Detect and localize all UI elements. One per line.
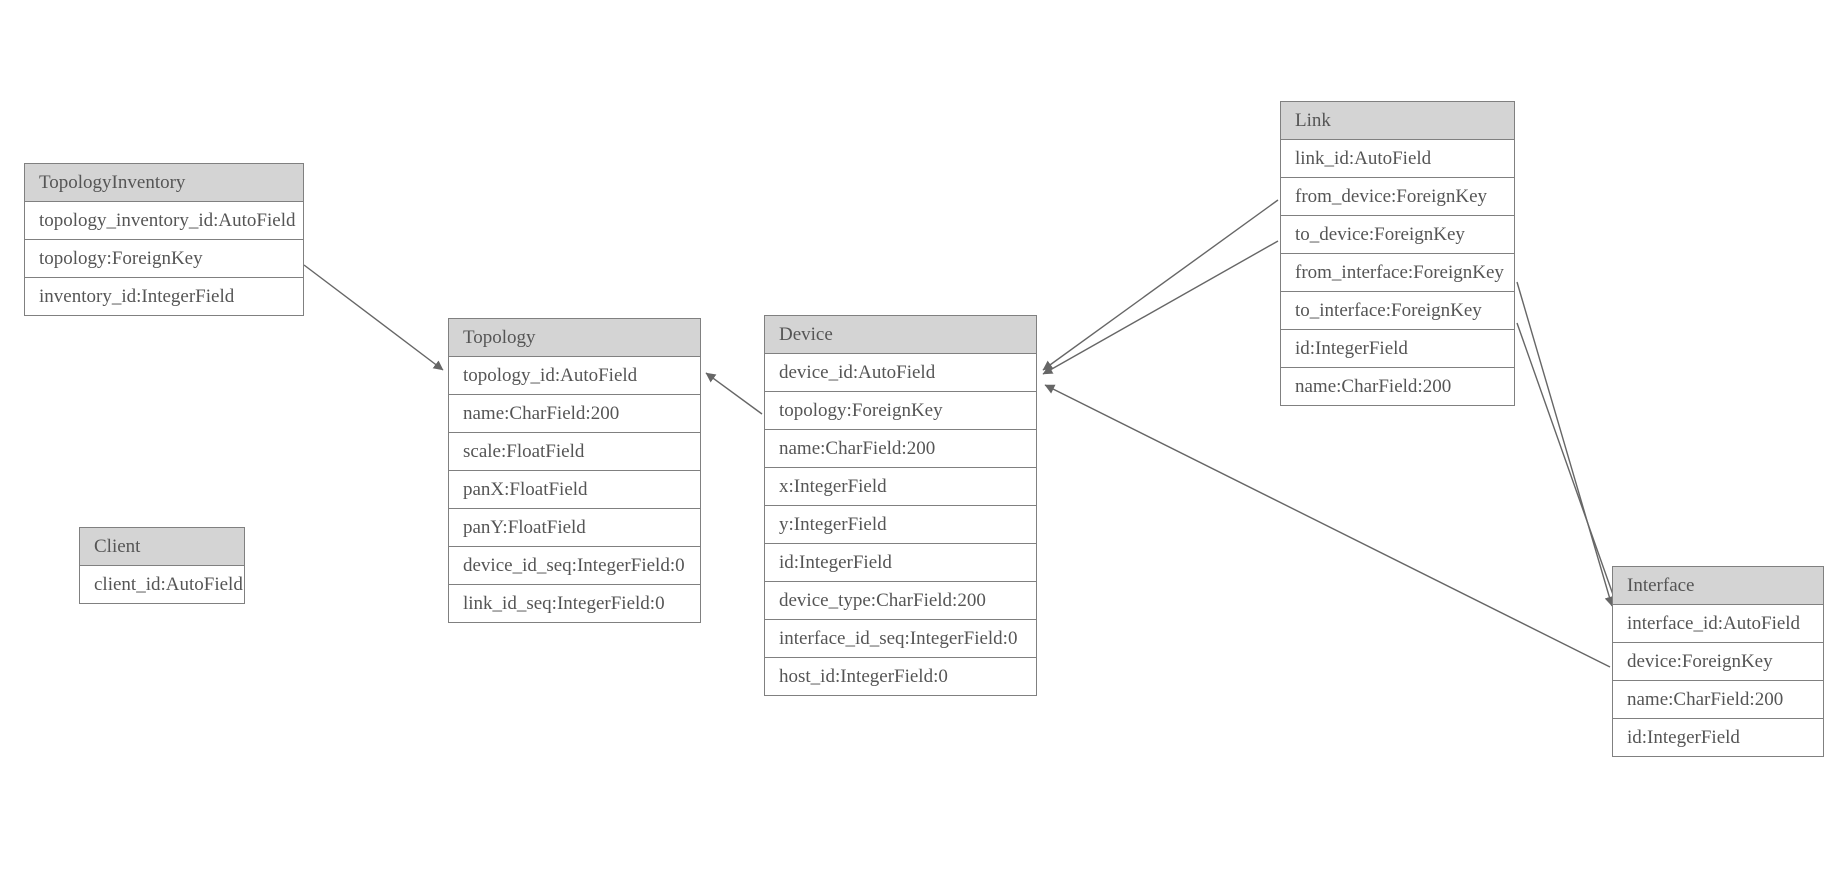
edge-topologyinventory-topology: [303, 264, 444, 371]
edge-link-frominterface-interface: [1516, 281, 1615, 607]
entity-title-link: Link: [1281, 102, 1514, 140]
edge-device-topology: [705, 372, 763, 415]
entity-field-row[interactable]: panY:FloatField: [449, 509, 700, 547]
entity-field-row[interactable]: device_id:AutoField: [765, 354, 1036, 392]
entity-field-row[interactable]: to_device:ForeignKey: [1281, 216, 1514, 254]
entity-title-topology_inventory: TopologyInventory: [25, 164, 303, 202]
entity-field-row[interactable]: x:IntegerField: [765, 468, 1036, 506]
entity-title-client: Client: [80, 528, 244, 566]
entity-field-row[interactable]: device_type:CharField:200: [765, 582, 1036, 620]
entity-title-device: Device: [765, 316, 1036, 354]
edge-link-tointerface-interface: [1516, 322, 1619, 607]
edge-link-fromdevice-device: [1042, 199, 1279, 371]
entity-field-row[interactable]: name:CharField:200: [1613, 681, 1823, 719]
entity-field-row[interactable]: y:IntegerField: [765, 506, 1036, 544]
entity-field-row[interactable]: inventory_id:IntegerField: [25, 278, 303, 315]
entity-field-row[interactable]: to_interface:ForeignKey: [1281, 292, 1514, 330]
edge-link-todevice-device: [1042, 240, 1279, 375]
entity-field-row[interactable]: host_id:IntegerField:0: [765, 658, 1036, 695]
entity-field-row[interactable]: from_interface:ForeignKey: [1281, 254, 1514, 292]
entity-field-row[interactable]: device_id_seq:IntegerField:0: [449, 547, 700, 585]
entity-field-row[interactable]: link_id_seq:IntegerField:0: [449, 585, 700, 622]
entity-field-row[interactable]: scale:FloatField: [449, 433, 700, 471]
entity-title-interface: Interface: [1613, 567, 1823, 605]
entity-field-row[interactable]: name:CharField:200: [765, 430, 1036, 468]
entity-field-row[interactable]: topology:ForeignKey: [765, 392, 1036, 430]
entity-field-row[interactable]: client_id:AutoField: [80, 566, 244, 603]
entity-field-row[interactable]: name:CharField:200: [1281, 368, 1514, 405]
entity-field-row[interactable]: from_device:ForeignKey: [1281, 178, 1514, 216]
entity-field-row[interactable]: interface_id_seq:IntegerField:0: [765, 620, 1036, 658]
entity-field-row[interactable]: panX:FloatField: [449, 471, 700, 509]
entity-field-row[interactable]: id:IntegerField: [1281, 330, 1514, 368]
entity-field-row[interactable]: interface_id:AutoField: [1613, 605, 1823, 643]
entity-title-topology: Topology: [449, 319, 700, 357]
entity-field-row[interactable]: topology_id:AutoField: [449, 357, 700, 395]
entity-field-row[interactable]: topology_inventory_id:AutoField: [25, 202, 303, 240]
entity-field-row[interactable]: id:IntegerField: [765, 544, 1036, 582]
edge-interface-device: [1044, 384, 1611, 668]
entity-field-row[interactable]: device:ForeignKey: [1613, 643, 1823, 681]
entity-field-row[interactable]: link_id:AutoField: [1281, 140, 1514, 178]
entity-field-row[interactable]: topology:ForeignKey: [25, 240, 303, 278]
entity-field-row[interactable]: id:IntegerField: [1613, 719, 1823, 756]
entity-field-row[interactable]: name:CharField:200: [449, 395, 700, 433]
